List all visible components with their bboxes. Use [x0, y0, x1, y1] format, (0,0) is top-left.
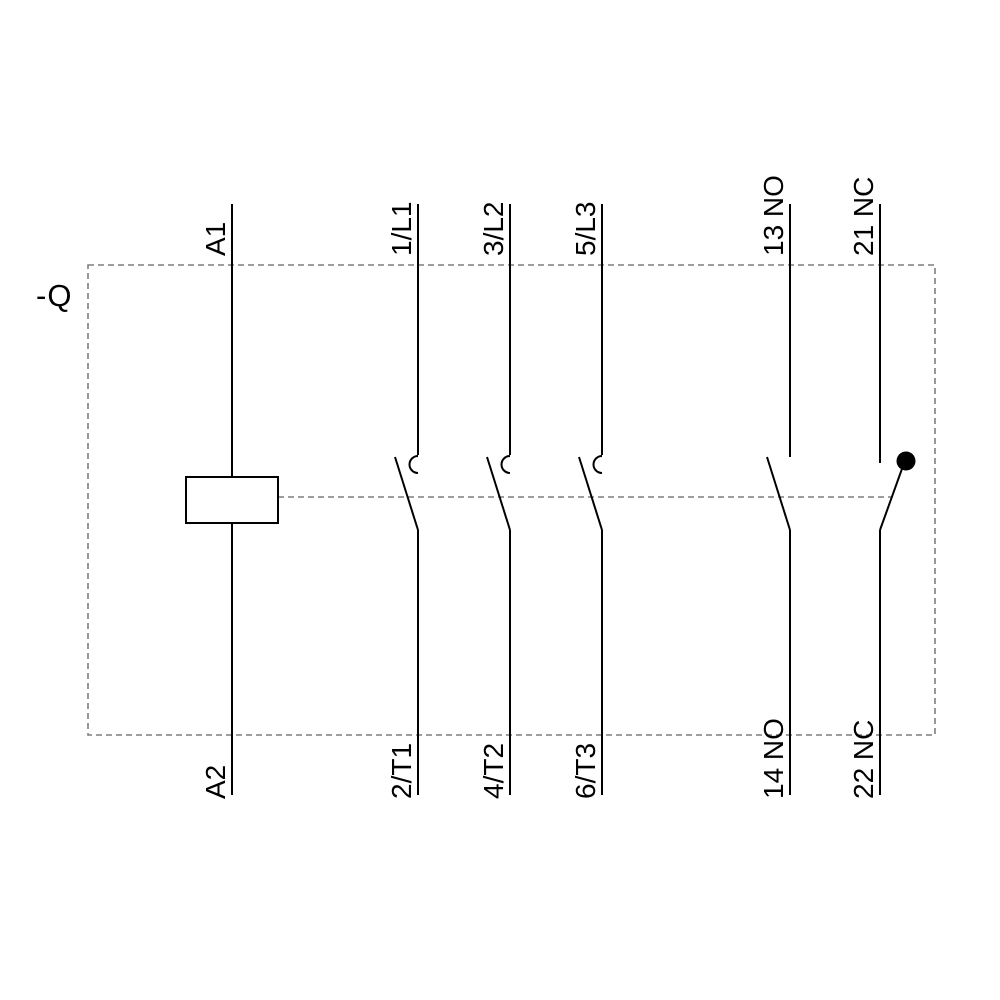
- moving-contact-1: [394, 456, 419, 531]
- moving-contact-2: [486, 456, 511, 531]
- fixed-contact-arc-1: [408, 455, 419, 474]
- aux-nc-contact: [879, 204, 916, 795]
- coil-branch: [185, 204, 279, 795]
- terminal-label-2t1: 2/T1: [386, 742, 417, 799]
- terminal-label-13no: 13 NO: [758, 175, 789, 256]
- terminal-label-3l2: 3/L2: [478, 201, 509, 257]
- terminal-label-6t3: 6/T3: [570, 742, 601, 799]
- fixed-contact-arc-2: [500, 455, 511, 474]
- fixed-contact-arc-3: [592, 455, 603, 474]
- terminal-label-14no: 14 NO: [758, 718, 789, 799]
- moving-contact-no: [766, 456, 791, 531]
- device-label: -Q: [36, 278, 73, 313]
- aux-no-contact: [766, 204, 791, 795]
- terminal-label-22nc: 22 NC: [848, 719, 879, 799]
- terminal-label-a1: A1: [200, 221, 231, 256]
- terminal-label-5l3: 5/L3: [570, 201, 601, 257]
- coil-symbol: [185, 476, 279, 524]
- nc-contact-dot: [896, 451, 916, 471]
- main-contact-pole-3: [578, 204, 603, 795]
- moving-contact-nc: [879, 465, 904, 531]
- device-enclosure-outline: [87, 264, 936, 736]
- terminal-label-1l1: 1/L1: [386, 201, 417, 257]
- moving-contact-3: [578, 456, 603, 531]
- terminal-label-21nc: 21 NC: [848, 176, 879, 256]
- main-contact-pole-1: [394, 204, 419, 795]
- terminal-label-4t2: 4/T2: [478, 742, 509, 799]
- terminal-label-a2: A2: [200, 764, 231, 799]
- main-contact-pole-2: [486, 204, 511, 795]
